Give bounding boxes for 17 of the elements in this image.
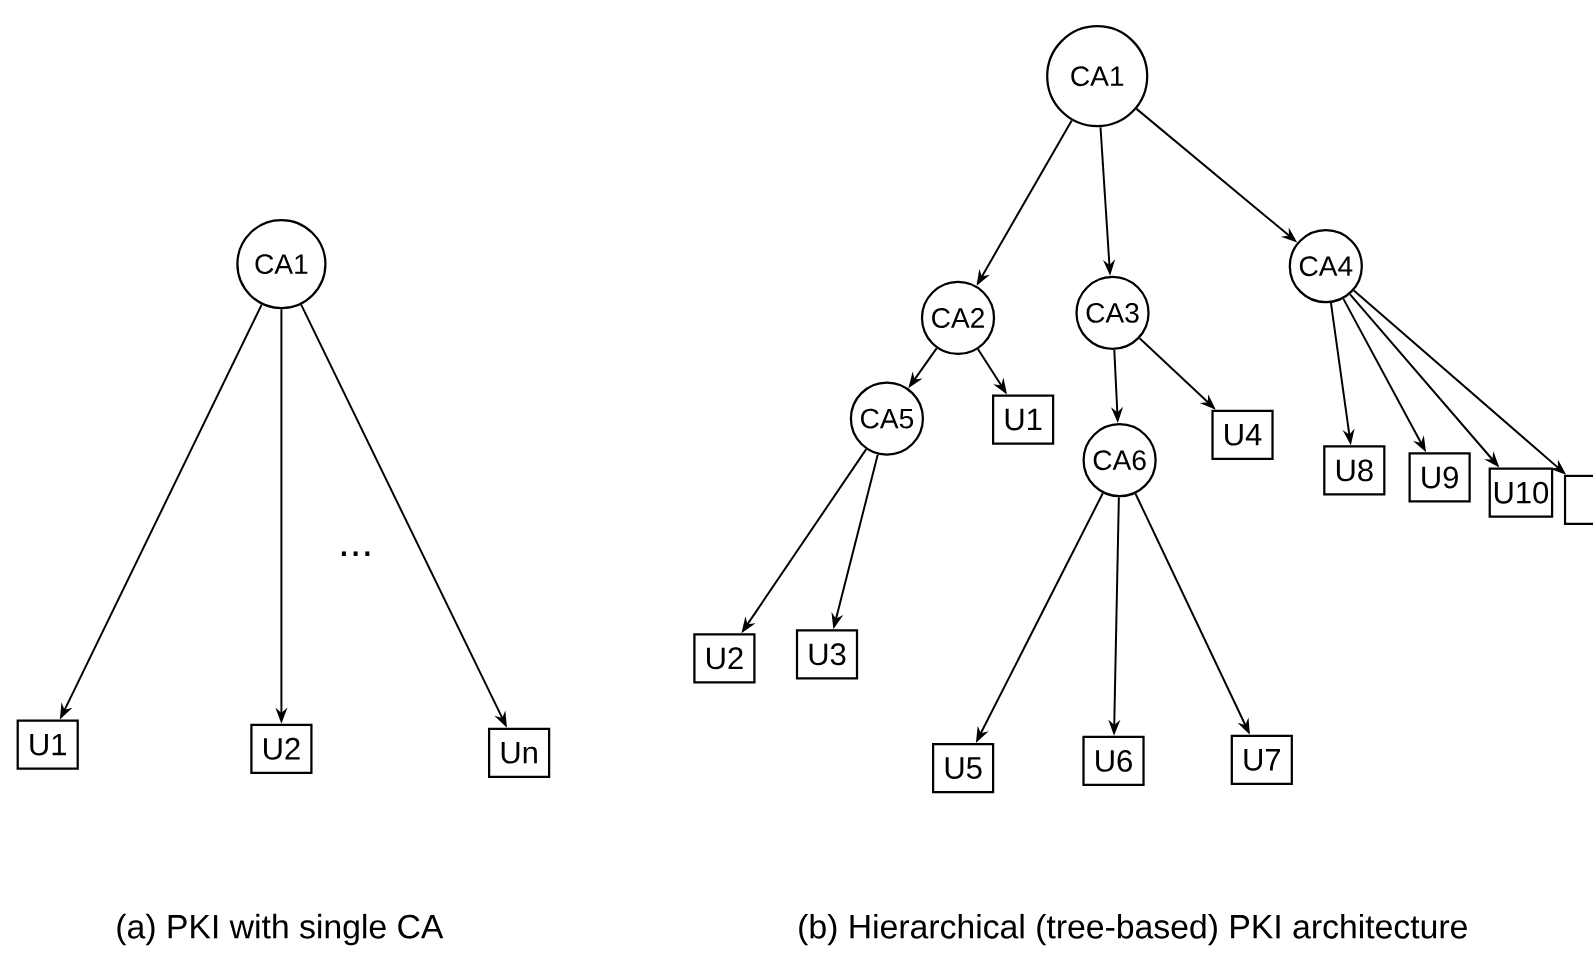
user-box: U2 (693, 633, 756, 684)
user-box: U9 (1408, 452, 1471, 503)
user-box: U5 (932, 742, 995, 794)
user-box (1563, 474, 1593, 525)
user-box: U1 (16, 719, 79, 770)
user-box: U3 (795, 629, 859, 680)
ellipsis: ... (341, 551, 370, 556)
user-box: U4 (1211, 409, 1274, 460)
user-box: U6 (1082, 735, 1145, 787)
user-box: U2 (250, 723, 313, 774)
caption: (a) PKI with single CA (117, 913, 444, 946)
caption: (b) Hierarchical (tree-based) PKI architecture (799, 913, 1467, 946)
user-box: U10 (1488, 467, 1554, 518)
user-box: Un (488, 727, 551, 778)
user-box: U1 (992, 394, 1055, 445)
user-box: U7 (1230, 734, 1293, 786)
user-box: U8 (1323, 445, 1386, 496)
